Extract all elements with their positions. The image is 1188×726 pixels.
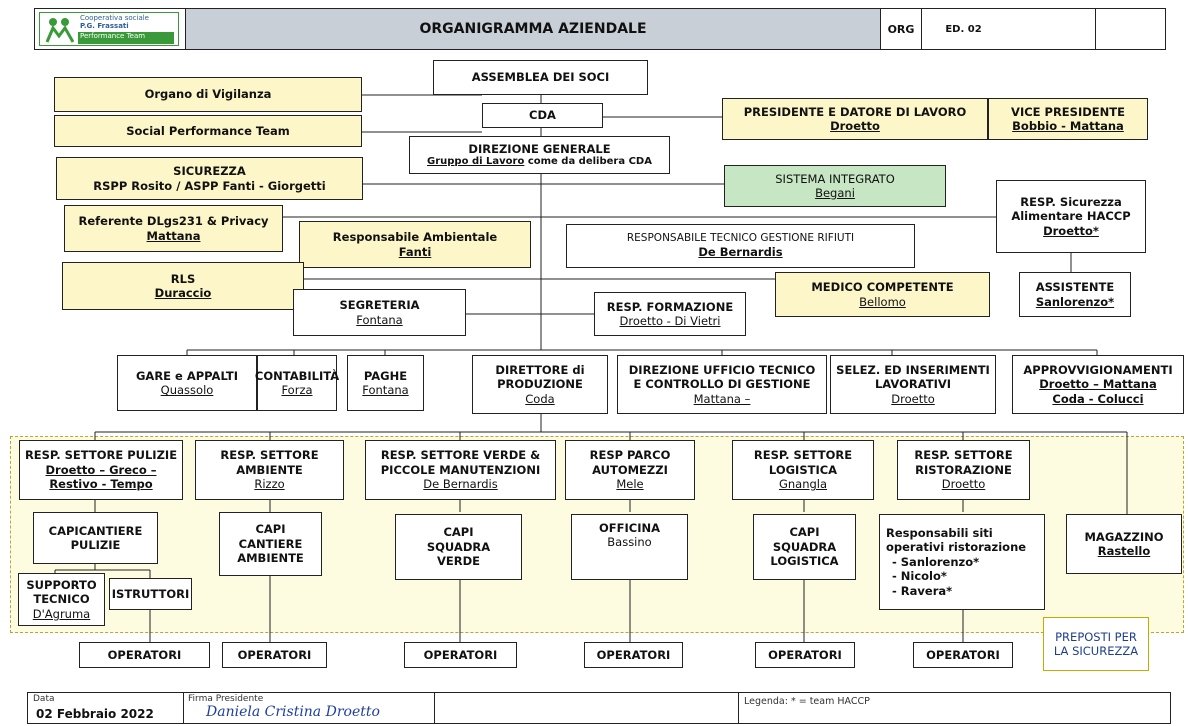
operatori-box: OPERATORI	[79, 642, 210, 668]
settore-ambiente-box: RESP. SETTORE AMBIENTE Rizzo	[195, 440, 344, 500]
settore-logistica-box: RESP. SETTORE LOGISTICA Gnangla	[732, 440, 874, 500]
haccp-box: RESP. Sicurezza Alimentare HACCP Droetto…	[996, 180, 1146, 253]
sicurezza-box: SICUREZZA RSPP Rosito / ASPP Fanti - Gio…	[56, 157, 363, 200]
rifiuti-box: RESPONSABILE TECNICO GESTIONE RIFIUTI De…	[566, 224, 915, 268]
supporto-tecnico-box: SUPPORTO TECNICO D'Agruma	[18, 573, 105, 626]
header-bar: Cooperativa sociale P.G. Frassati Perfor…	[34, 8, 1166, 50]
magazzino-box: MAGAZZINO Rastello	[1066, 514, 1182, 574]
operatori-box: OPERATORI	[584, 642, 683, 668]
direzione-generale-box: DIREZIONE GENERALE Gruppo di Lavoro come…	[409, 136, 670, 174]
capi-squadra-logistica-box: CAPI SQUADRA LOGISTICA	[753, 514, 856, 580]
selezione-inserimenti-box: SELEZ. ED INSERIMENTI LAVORATIVI Droetto	[830, 355, 996, 414]
logo: Cooperativa sociale P.G. Frassati Perfor…	[39, 12, 179, 46]
footer-divider-3	[738, 693, 739, 723]
capi-squadra-verde-box: CAPI SQUADRA VERDE	[395, 514, 522, 580]
vigilanza-box: Organo di Vigilanza	[54, 77, 362, 112]
referente-box: Referente DLgs231 & Privacy Mattana	[64, 205, 283, 252]
gare-appalti-box: GARE e APPALTI Quassolo	[117, 355, 257, 411]
cda-box: CDA	[482, 103, 603, 128]
approvvigionamenti-box: APPROVVIGIONAMENTI Droetto – Mattana Cod…	[1012, 355, 1184, 414]
medico-competente-box: MEDICO COMPETENTE Bellomo	[775, 272, 990, 317]
signature: Daniela Cristina Droetto	[206, 704, 380, 720]
logo-figure-icon	[43, 16, 77, 44]
footer-data-label: Data	[33, 694, 55, 704]
assemblea-box: ASSEMBLEA DEI SOCI	[433, 60, 648, 95]
header-title-cell: ORGANIGRAMMA AZIENDALE	[185, 9, 881, 49]
footer: Data 02 Febbraio 2022 Firma Presidente D…	[27, 692, 1171, 724]
page-title: ORGANIGRAMMA AZIENDALE	[419, 21, 647, 37]
footer-firma-label: Firma Presidente	[188, 694, 264, 704]
footer-divider-1	[183, 693, 184, 723]
settore-ristorazione-box: RESP. SETTORE RISTORAZIONE Droetto	[897, 440, 1030, 500]
operatori-box: OPERATORI	[222, 642, 327, 668]
footer-divider-2	[434, 693, 435, 723]
formazione-box: RESP. FORMAZIONE Droetto - Di Vietri	[594, 292, 746, 336]
capicantiere-pulizie-box: CAPICANTIERE PULIZIE	[33, 512, 158, 564]
operatori-box: OPERATORI	[755, 642, 855, 668]
logo-text-2: P.G. Frassati	[80, 22, 129, 30]
header-divider	[1095, 8, 1096, 50]
istruttori-box: ISTRUTTORI	[109, 578, 192, 610]
vice-presidente-box: VICE PRESIDENTE Bobbio - Mattana	[988, 98, 1148, 140]
responsabili-siti-box: Responsabili siti operativi ristorazione…	[879, 514, 1045, 610]
direttore-produzione-box: DIRETTORE di PRODUZIONE Coda	[472, 355, 608, 414]
officina-box: OFFICINA Bassino	[571, 514, 688, 580]
footer-legenda: Legenda: * = team HACCP	[744, 696, 870, 707]
social-performance-box: Social Performance Team	[54, 115, 362, 147]
logo-text-1: Cooperativa sociale	[80, 14, 149, 22]
segreteria-box: SEGRETERIA Fontana	[293, 289, 466, 336]
logo-text-3: Performance Team	[78, 32, 174, 44]
operatori-box: OPERATORI	[913, 642, 1013, 668]
contabilita-box: CONTABILITÀ Forza	[255, 355, 339, 411]
footer-data-value: 02 Febbraio 2022	[36, 707, 154, 721]
operatori-box: OPERATORI	[404, 642, 517, 668]
doc-code: ORG	[887, 22, 915, 36]
settore-verde-box: RESP. SETTORE VERDE & PICCOLE MANUTENZIO…	[365, 440, 556, 500]
presidente-box: PRESIDENTE E DATORE DI LAVORO Droetto	[722, 98, 988, 140]
preposti-sicurezza-box: PREPOSTI PER LA SICUREZZA	[1043, 617, 1149, 671]
capi-cantiere-ambiente-box: CAPI CANTIERE AMBIENTE	[219, 512, 322, 576]
responsabile-ambientale-box: Responsabile Ambientale Fanti	[299, 221, 531, 268]
assistente-box: ASSISTENTE Sanlorenzo*	[1019, 272, 1131, 317]
doc-edition: ED. 02	[921, 9, 1165, 49]
settore-pulizie-box: RESP. SETTORE PULIZIE Droetto – Greco – …	[19, 440, 183, 500]
rls-box: RLS Duraccio	[62, 262, 304, 310]
ufficio-tecnico-box: DIREZIONE UFFICIO TECNICO E CONTROLLO DI…	[617, 355, 827, 414]
sistema-integrato-box: SISTEMA INTEGRATO Begani	[724, 165, 946, 207]
paghe-box: PAGHE Fontana	[347, 355, 424, 411]
parco-automezzi-box: RESP PARCO AUTOMEZZI Mele	[565, 440, 695, 500]
